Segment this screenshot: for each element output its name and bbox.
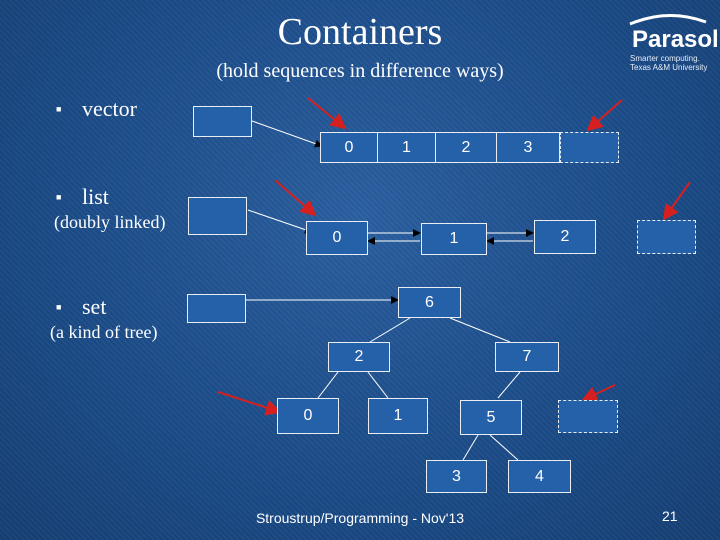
list-end-red-arrow: [662, 181, 691, 221]
tree-edge-6-2: [369, 317, 411, 343]
logo-name: Parasol: [632, 26, 719, 53]
vector-end-slot: [560, 132, 619, 163]
list-handle-box: [188, 197, 247, 235]
bullet-square-icon: ■: [56, 192, 62, 202]
page-number: 21: [662, 508, 678, 524]
set-end-slot: [558, 400, 618, 433]
tree-node: 4: [508, 460, 571, 493]
bullet-square-icon: ■: [56, 104, 62, 114]
slide-footer: Stroustrup/Programming - Nov'13: [255, 510, 465, 526]
tree-edge-7-5: [497, 371, 521, 399]
logo-tagline: Smarter computing.: [630, 54, 700, 63]
tree-node: 7: [495, 342, 559, 372]
tree-node: 3: [426, 460, 487, 493]
tree-node: 0: [277, 398, 339, 434]
tree-edge-2-1: [367, 371, 389, 399]
set-handle-box: [187, 294, 246, 323]
bullet-set-sublabel: (a kind of tree): [50, 322, 158, 342]
bullet-set-label: set: [82, 294, 107, 319]
vector-cell: 2: [435, 132, 497, 163]
vector-cell: 1: [377, 132, 436, 163]
vector-begin-red-arrow: [307, 97, 347, 130]
list-node: 1: [421, 223, 487, 255]
tree-node: 1: [368, 398, 428, 434]
slide-title: Containers: [277, 11, 443, 53]
vector-handle-box: [193, 106, 252, 137]
slide-subtitle: (hold sequences in difference ways): [216, 60, 504, 82]
bullet-list-sublabel: (doubly linked): [54, 212, 166, 232]
vector-cell: 0: [320, 132, 378, 163]
bullet-list-label: list: [82, 184, 109, 209]
tree-edge-5-4: [489, 434, 519, 461]
tree-edge-6-7: [449, 317, 511, 343]
vector-pointer-line: [251, 120, 323, 148]
bullet-vector-label: vector: [82, 96, 137, 121]
list-begin-red-arrow: [274, 179, 317, 217]
tree-edge-5-3: [462, 434, 479, 461]
tree-node-root: 6: [398, 287, 461, 318]
tree-edge-2-0: [317, 371, 339, 399]
vector-end-red-arrow: [586, 99, 623, 132]
tree-node: 2: [328, 342, 390, 372]
list-node: 0: [306, 221, 368, 255]
logo-swoosh-icon: [629, 13, 707, 26]
tree-node: 5: [460, 400, 522, 435]
vector-cell: 3: [496, 132, 560, 163]
list-pointer-line: [247, 209, 313, 234]
logo-org: Texas A&M University: [630, 63, 708, 72]
parasol-logo: Parasol Smarter computing. Texas A&M Uni…: [626, 12, 719, 72]
set-end-red-arrow: [581, 384, 616, 402]
set-begin-red-arrow: [217, 391, 282, 416]
list-end-slot: [637, 220, 696, 254]
list-node: 2: [534, 220, 596, 254]
bullet-square-icon: ■: [56, 302, 62, 312]
